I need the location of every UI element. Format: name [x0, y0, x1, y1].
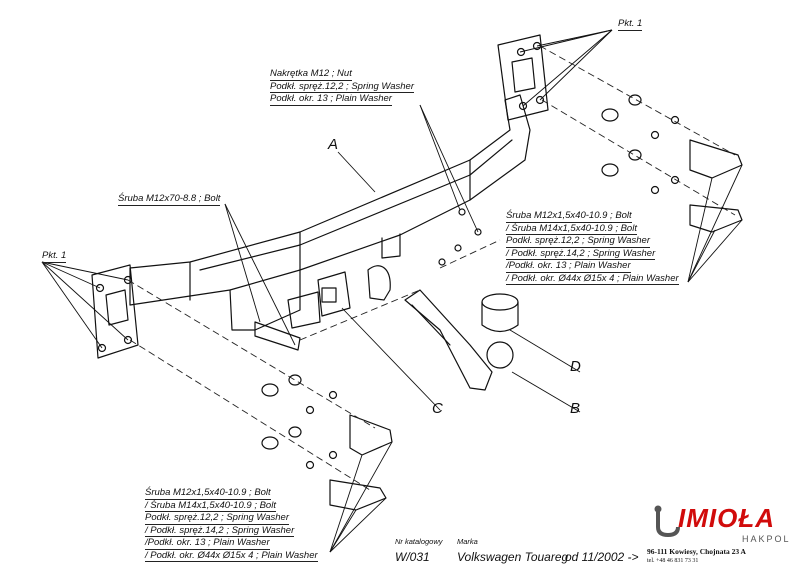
right-fastener-kit [601, 94, 743, 233]
brand-sub: HAKPOL [742, 534, 791, 544]
part-label-a: A [328, 136, 339, 153]
crossbar-bolts [254, 208, 482, 351]
left-bracket-plate [91, 264, 139, 359]
ball-neck-b [404, 289, 514, 391]
hook-logo-icon [654, 505, 680, 538]
brand-caption: Marka [457, 537, 478, 546]
company-phone: tel. +48 46 831 73 31 [647, 558, 699, 564]
pkt-label-top: Pkt. 1 [618, 18, 643, 31]
ball-cap-d [481, 293, 519, 333]
left-fastener-kit [261, 374, 393, 511]
catalog-number: W/031 [395, 550, 430, 564]
pkt-label-left: Pkt. 1 [42, 250, 67, 263]
nut-washer-callout: Nakrętka M12 ; Nut Podkł. spręż.12,2 ; S… [270, 68, 414, 106]
part-label-c: C [432, 400, 443, 417]
leader-lines [41, 29, 743, 553]
company-address: 96-111 Kowiesy, Chojnata 23 A [647, 547, 746, 556]
socket-bracket-c [287, 233, 401, 329]
part-label-b: B [570, 400, 581, 417]
make-model: Volkswagen Touareg [457, 550, 569, 564]
brand-logo: IMIOŁA [678, 503, 775, 533]
right-kit-callout: Śruba M12x1,5x40-10.9 ; Bolt / Śruba M14… [506, 210, 679, 285]
part-label-d: D [570, 358, 581, 375]
since-date: od 11/2002 -> [565, 550, 639, 564]
catalog-caption: Nr katalogowy [395, 537, 443, 546]
bolt-m12x70-callout: Śruba M12x70-8.8 ; Bolt [118, 193, 221, 206]
left-kit-callout: Śruba M12x1,5x40-10.9 ; Bolt / Śruba M14… [145, 487, 318, 562]
crossbar-a [129, 94, 531, 331]
